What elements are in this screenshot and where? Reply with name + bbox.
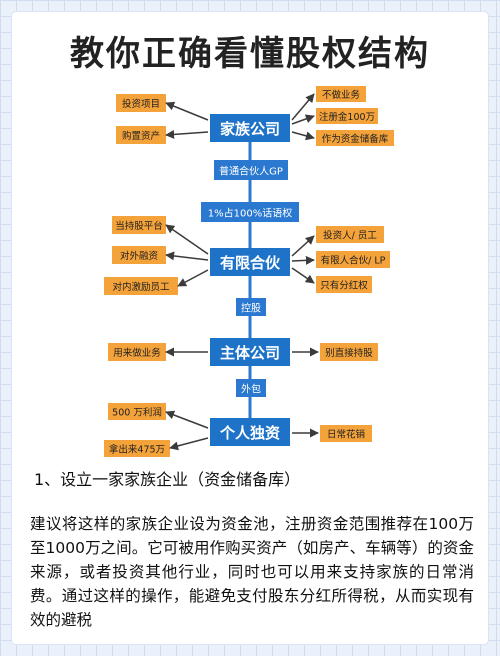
arrow-investor bbox=[291, 235, 315, 257]
node-sole-proprietorship-label: 个人独资 bbox=[219, 424, 280, 442]
arrow-profit bbox=[165, 410, 209, 429]
node-limited-partnership-label: 有限合伙 bbox=[220, 254, 281, 272]
connector-holding-label: 控股 bbox=[241, 302, 261, 315]
node-family-company: 家族公司 bbox=[210, 114, 290, 142]
node-sole-proprietorship: 个人独资 bbox=[210, 418, 290, 446]
label-no-direct-holding: 别直接持股 bbox=[320, 343, 378, 361]
svg-text:注册金100万: 注册金100万 bbox=[319, 111, 375, 123]
arrow-reserve bbox=[291, 131, 315, 141]
label-employee-incentive: 对内激励员工 bbox=[104, 277, 178, 295]
arrow-platform bbox=[165, 224, 209, 255]
arrow-assets bbox=[165, 129, 209, 139]
connector-voting-power-label: 1%占100%话语权 bbox=[208, 207, 292, 220]
svg-text:有限人合伙/ LP: 有限人合伙/ LP bbox=[321, 255, 386, 267]
svg-text:500 万利润: 500 万利润 bbox=[112, 407, 162, 419]
svg-text:用来做业务: 用来做业务 bbox=[113, 347, 161, 359]
svg-text:投资人/ 员工: 投资人/ 员工 bbox=[323, 230, 377, 242]
page-title: 教你正确看懂股权结构 bbox=[70, 34, 430, 74]
svg-text:购置资产: 购置资产 bbox=[122, 130, 160, 142]
svg-text:作为资金储备库: 作为资金储备库 bbox=[322, 133, 389, 145]
label-external-financing: 对外融资 bbox=[112, 246, 166, 264]
label-daily-expenses: 日常花销 bbox=[320, 425, 372, 442]
connector-outsourcing-label: 外包 bbox=[241, 383, 261, 396]
svg-text:对内激励员工: 对内激励员工 bbox=[112, 281, 170, 293]
label-do-business: 用来做业务 bbox=[108, 343, 166, 361]
arrow-capital bbox=[291, 114, 315, 125]
equity-structure-diagram: 家族公司 有限合伙 主体公司 个人独资 普通合伙人GP 1%占100%话语权 控… bbox=[104, 86, 394, 457]
svg-text:投资项目: 投资项目 bbox=[122, 98, 160, 110]
label-profit-500: 500 万利润 bbox=[108, 403, 166, 420]
svg-text:当持股平台: 当持股平台 bbox=[115, 220, 163, 232]
label-purchase-assets: 购置资产 bbox=[116, 126, 166, 144]
connector-outsourcing: 外包 bbox=[236, 379, 266, 397]
node-limited-partnership: 有限合伙 bbox=[210, 248, 290, 276]
label-no-business: 不做业务 bbox=[316, 86, 366, 102]
arrow-financing bbox=[165, 251, 209, 261]
arrow-take-out bbox=[169, 437, 209, 451]
body-paragraph: 建议将这样的家族企业设为资金池，注册资金范围推荐在100万至1000万之间。它可… bbox=[30, 515, 474, 629]
arrow-no-business bbox=[291, 93, 315, 121]
label-investor-employee: 投资人/ 员工 bbox=[316, 226, 384, 243]
label-take-475: 拿出来475万 bbox=[104, 440, 170, 457]
connector-voting-power: 1%占100%话语权 bbox=[201, 202, 299, 222]
svg-text:对外融资: 对外融资 bbox=[120, 250, 159, 262]
svg-text:拿出来475万: 拿出来475万 bbox=[109, 444, 165, 456]
svg-text:别直接持股: 别直接持股 bbox=[325, 347, 373, 359]
label-fund-reserve: 作为资金储备库 bbox=[316, 130, 394, 146]
svg-text:日常花销: 日常花销 bbox=[327, 429, 366, 441]
node-main-company-label: 主体公司 bbox=[220, 344, 280, 362]
label-shareholding-platform: 当持股平台 bbox=[112, 216, 166, 234]
svg-text:不做业务: 不做业务 bbox=[322, 89, 361, 101]
node-main-company: 主体公司 bbox=[210, 338, 290, 366]
connector-gp: 普通合伙人GP bbox=[214, 160, 288, 180]
connector-gp-label: 普通合伙人GP bbox=[219, 165, 283, 178]
connector-holding: 控股 bbox=[236, 298, 266, 316]
arrow-dividend bbox=[291, 267, 315, 284]
arrow-incentive bbox=[177, 269, 209, 287]
section-heading: 1、设立一家家族企业（资金储备库） bbox=[34, 470, 301, 489]
node-family-company-label: 家族公司 bbox=[220, 120, 280, 138]
label-invest-projects: 投资项目 bbox=[116, 94, 166, 112]
label-registered-capital: 注册金100万 bbox=[316, 108, 378, 124]
arrow-invest bbox=[165, 101, 209, 121]
svg-text:只有分红权: 只有分红权 bbox=[320, 280, 368, 292]
label-limited-partner: 有限人合伙/ LP bbox=[316, 251, 390, 268]
label-dividend-only: 只有分红权 bbox=[316, 276, 372, 293]
arrow-lp bbox=[291, 255, 315, 265]
